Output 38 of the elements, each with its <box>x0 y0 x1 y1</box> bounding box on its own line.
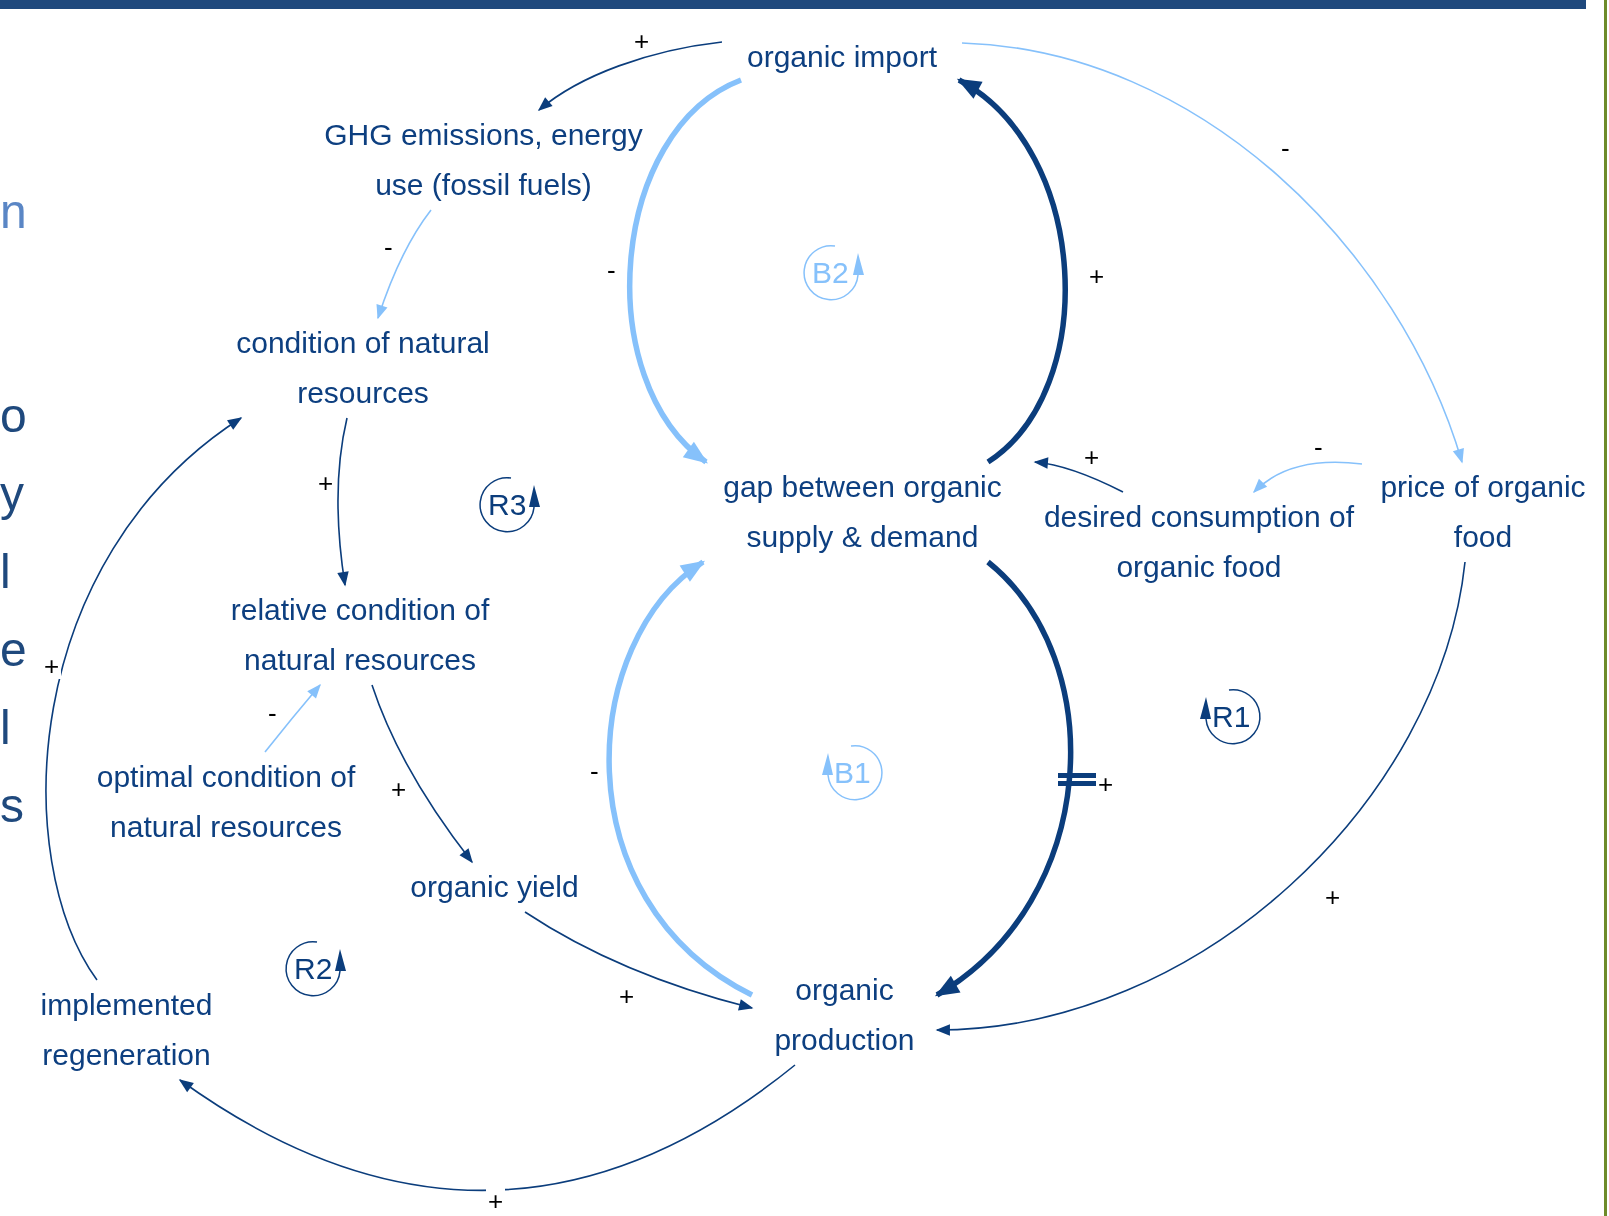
variable-label: GHG emissions, energy use (fossil fuels) <box>296 110 671 210</box>
causal-arrow <box>371 684 473 864</box>
variable-label: relative condition of natural resources <box>190 585 530 685</box>
variable-label: gap between organic supply & demand <box>690 462 1035 562</box>
cut-off-heading-text: o <box>0 392 27 440</box>
variable-label: price of organic food <box>1362 462 1604 562</box>
loop-label: R2 <box>294 954 333 984</box>
causal-arrow <box>935 560 1073 998</box>
causal-arrow <box>935 561 1466 1035</box>
causal-arrow <box>337 417 349 587</box>
cut-off-heading-text: y <box>0 470 24 518</box>
causal-arrow <box>264 683 321 753</box>
causal-arrow <box>957 77 1068 465</box>
causal-arrow <box>627 77 743 465</box>
cut-off-heading-text: s <box>0 782 24 830</box>
variable-label: organic production <box>752 965 937 1065</box>
cut-off-heading-text: n <box>0 188 27 236</box>
loop-label: R3 <box>488 490 527 520</box>
cut-off-heading-text: l <box>0 704 11 752</box>
causal-arrow <box>1252 461 1363 493</box>
variable-label: condition of natural resources <box>198 318 528 418</box>
cut-off-heading-text: e <box>0 626 27 674</box>
causal-arrow <box>376 209 432 320</box>
loop-label: R1 <box>1212 702 1251 732</box>
causal-arrow <box>1033 457 1124 493</box>
causal-arrow <box>606 559 754 998</box>
cut-off-heading-text: l <box>0 548 11 596</box>
causal-arrow <box>524 911 754 1011</box>
causal-arrow <box>961 42 1464 464</box>
causal-arrow <box>537 41 723 111</box>
variable-label: implemented regeneration <box>14 980 239 1080</box>
variable-label: organic yield <box>392 862 597 912</box>
variable-label: desired consumption of organic food <box>1036 492 1362 592</box>
causal-arrow <box>178 1064 796 1192</box>
loop-label: B2 <box>812 258 849 288</box>
loop-label: B1 <box>834 758 871 788</box>
causal-arrow <box>45 417 243 981</box>
variable-label: organic import <box>722 32 962 82</box>
